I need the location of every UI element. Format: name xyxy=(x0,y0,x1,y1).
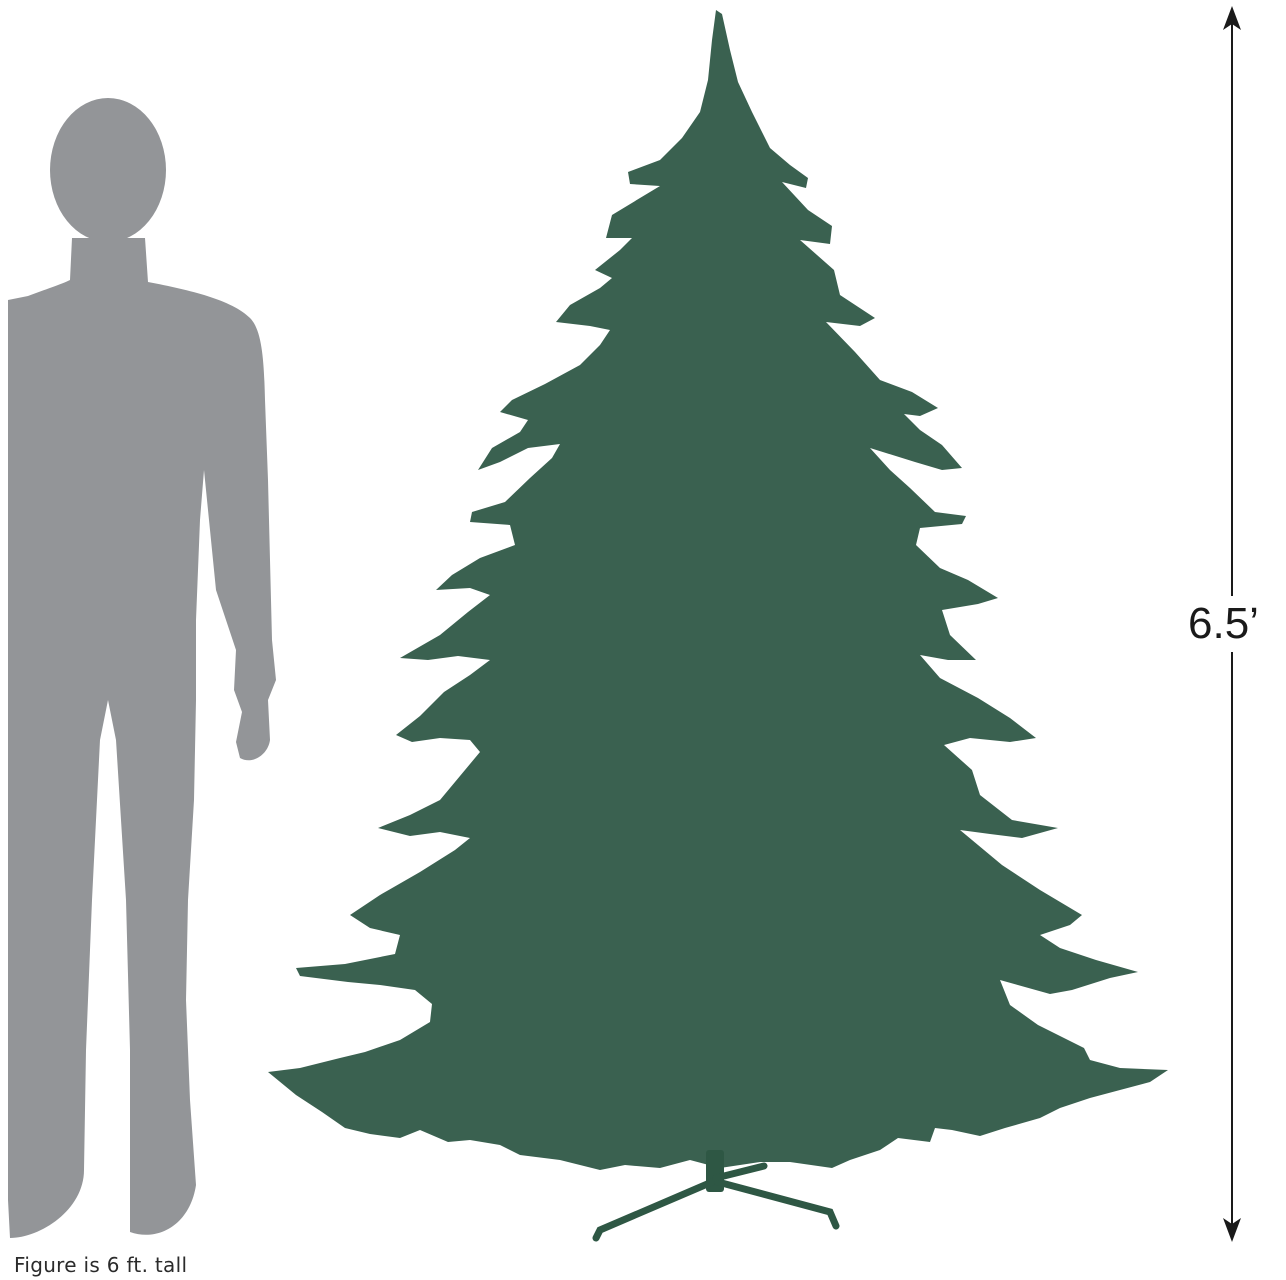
stand-leg-left xyxy=(596,1182,712,1238)
tree-silhouette xyxy=(268,10,1168,1238)
stand-leg-right xyxy=(718,1182,836,1226)
figure-caption: Figure is 6 ft. tall xyxy=(14,1252,187,1278)
person-silhouette xyxy=(8,98,276,1238)
person-body xyxy=(8,238,276,1238)
person-head xyxy=(50,98,166,242)
tree-height-label: 6.5’ xyxy=(1186,596,1261,652)
tree-body xyxy=(268,10,1168,1170)
